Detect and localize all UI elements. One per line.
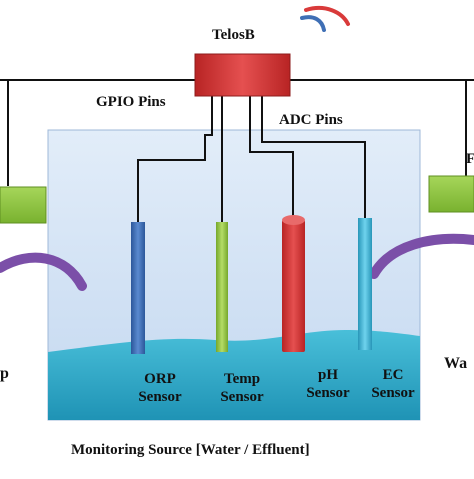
orp-sensor-line2: Sensor (138, 389, 182, 405)
telosb-label: TelosB (212, 27, 255, 43)
ec-sensor-label: EC Sensor (361, 366, 425, 402)
ph-sensor-label: pH Sensor (296, 366, 360, 402)
temp-sensor-line2: Sensor (220, 389, 264, 405)
adc-pins-label: ADC Pins (279, 112, 343, 128)
left-hose (0, 252, 87, 291)
ec-sensor-line2: Sensor (371, 385, 415, 401)
left-pump-partial-label: p (0, 365, 9, 382)
telosb-board (194, 53, 291, 97)
orp-sensor-label: ORP Sensor (128, 370, 192, 406)
left-pump-box (0, 186, 47, 224)
ph-sensor-line1: pH (317, 367, 338, 383)
wires (0, 79, 474, 222)
monitoring-source-label: Monitoring Source [Water / Effluent] (71, 442, 310, 458)
right-top-partial-label: F (466, 151, 474, 167)
temp-sensor-label: Temp Sensor (210, 370, 274, 406)
ph-sensor-rod (282, 220, 305, 352)
right-pump-box (428, 175, 474, 213)
wireless-signal-icon (300, 5, 350, 32)
orp-sensor-line1: ORP (144, 371, 176, 387)
ph-sensor-cap (282, 215, 305, 225)
right-hose (369, 233, 474, 279)
temp-sensor-line1: Temp (223, 371, 261, 387)
ph-sensor-line2: Sensor (306, 385, 350, 401)
orp-sensor-rod (131, 222, 145, 354)
ec-sensor-line1: EC (382, 367, 404, 383)
right-pump-partial-label: Wa (444, 355, 468, 372)
gpio-pins-label: GPIO Pins (96, 94, 166, 110)
temp-sensor-rod (216, 222, 228, 352)
ec-sensor-rod (358, 218, 372, 350)
